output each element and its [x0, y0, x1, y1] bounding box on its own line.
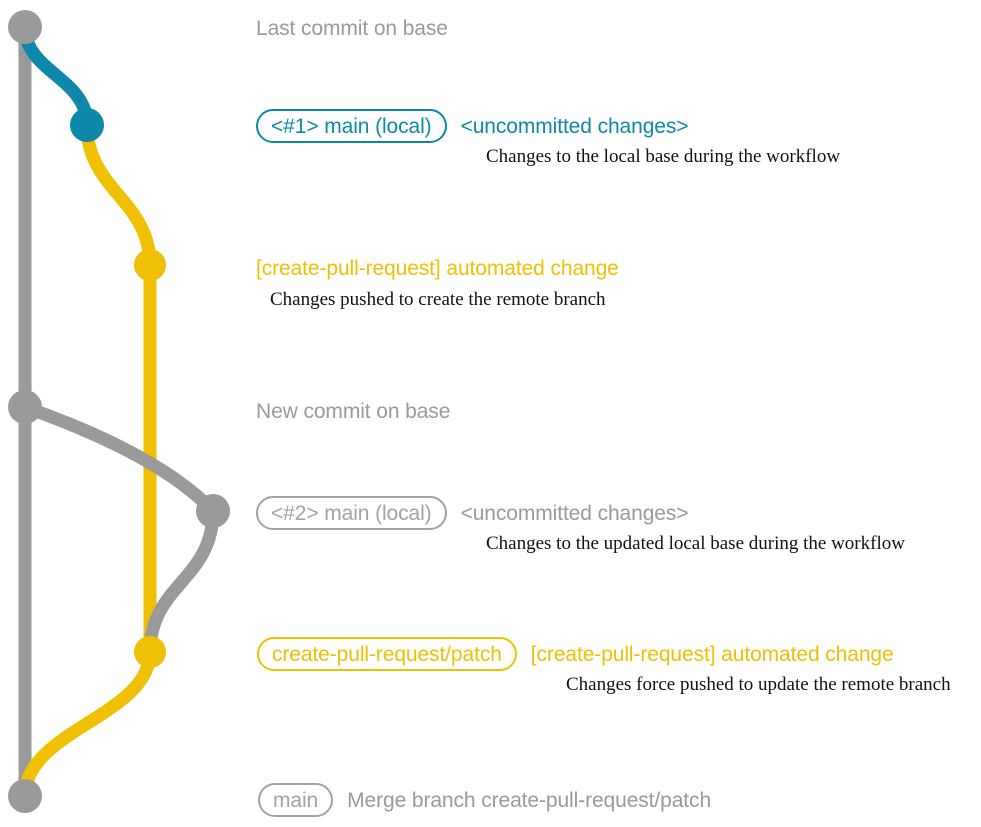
commit-note-automated-1: Changes pushed to create the remote bran… — [270, 289, 606, 310]
ref-badge-main[interactable]: main — [258, 783, 334, 817]
commit-row-last-base: Last commit on base — [256, 12, 448, 44]
ref-badge-main-local-1[interactable]: <#1> main (local) — [256, 109, 447, 143]
ref-badge-create-pull-request-patch[interactable]: create-pull-request/patch — [257, 637, 517, 671]
edge-newbase-to-local2 — [18, 400, 220, 518]
commit-node-merge[interactable] — [8, 779, 42, 813]
edge-base-to-local1 — [18, 20, 94, 132]
commit-note-automated-2: Changes force pushed to update the remot… — [566, 674, 951, 695]
commit-subject: <uncommitted changes> — [460, 501, 689, 525]
commit-node-local-1[interactable] — [70, 108, 104, 142]
commit-subject: <uncommitted changes> — [460, 114, 689, 138]
commit-node-automated-2[interactable] — [134, 636, 166, 668]
edge-automated2-to-merge — [18, 645, 157, 803]
commit-row-new-base: New commit on base — [256, 395, 450, 427]
ref-badge-main-local-2[interactable]: <#2> main (local) — [256, 496, 447, 530]
commit-row-local-1: <#1> main (local) <uncommitted changes> — [256, 109, 689, 143]
commit-node-local-2[interactable] — [196, 494, 230, 528]
commit-subject: [create-pull-request] automated change — [530, 642, 894, 666]
commit-node-new-base[interactable] — [8, 390, 42, 424]
commit-node-last-base[interactable] — [8, 10, 42, 44]
commit-subject: Merge branch create-pull-request/patch — [347, 788, 712, 812]
commit-note-local-2: Changes to the updated local base during… — [486, 533, 905, 554]
edge-local2-to-automated2 — [143, 504, 220, 659]
commit-note-local-1: Changes to the local base during the wor… — [486, 146, 841, 167]
commit-row-automated-1: [create-pull-request] automated change — [256, 252, 619, 284]
edge-local1-to-automated1 — [80, 118, 157, 272]
commit-subject: [create-pull-request] automated change — [256, 256, 619, 280]
commit-subject: New commit on base — [256, 399, 451, 423]
commit-row-merge: main Merge branch create-pull-request/pa… — [258, 783, 711, 817]
commit-node-automated-1[interactable] — [134, 249, 166, 281]
commit-row-automated-2: create-pull-request/patch [create-pull-r… — [257, 637, 894, 671]
commit-subject: Last commit on base — [256, 16, 448, 40]
commit-row-local-2: <#2> main (local) <uncommitted changes> — [256, 496, 689, 530]
